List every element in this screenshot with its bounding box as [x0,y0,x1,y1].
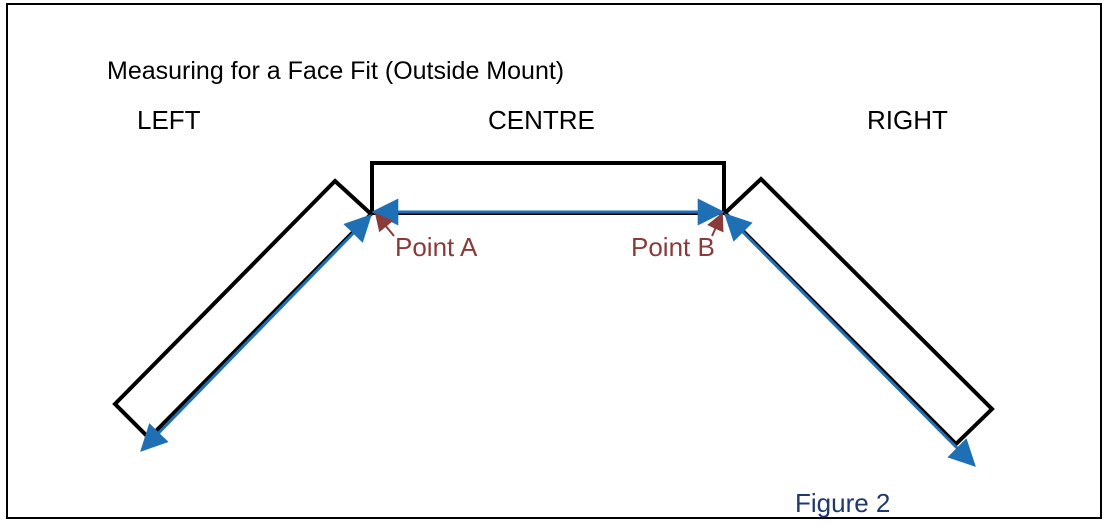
point-b-pointer-arrow [707,212,724,237]
centre-window-panel [370,161,726,215]
point-a-pointer-arrow [374,212,395,237]
centre-section-label: CENTRE [488,105,595,135]
right-section-label: RIGHT [867,105,948,135]
right-measurement-arrow [724,213,976,467]
left-section-label: LEFT [137,105,201,135]
figure-border [6,3,1102,519]
right-window-panel [722,176,995,447]
left-measurement-arrow [140,214,372,452]
point-a-label: Point A [395,232,478,262]
diagram-title: Measuring for a Face Fit (Outside Mount) [107,57,564,85]
point-b-label: Point B [631,232,715,262]
figure-caption: Figure 2 [795,488,890,518]
left-window-panel [112,178,374,441]
